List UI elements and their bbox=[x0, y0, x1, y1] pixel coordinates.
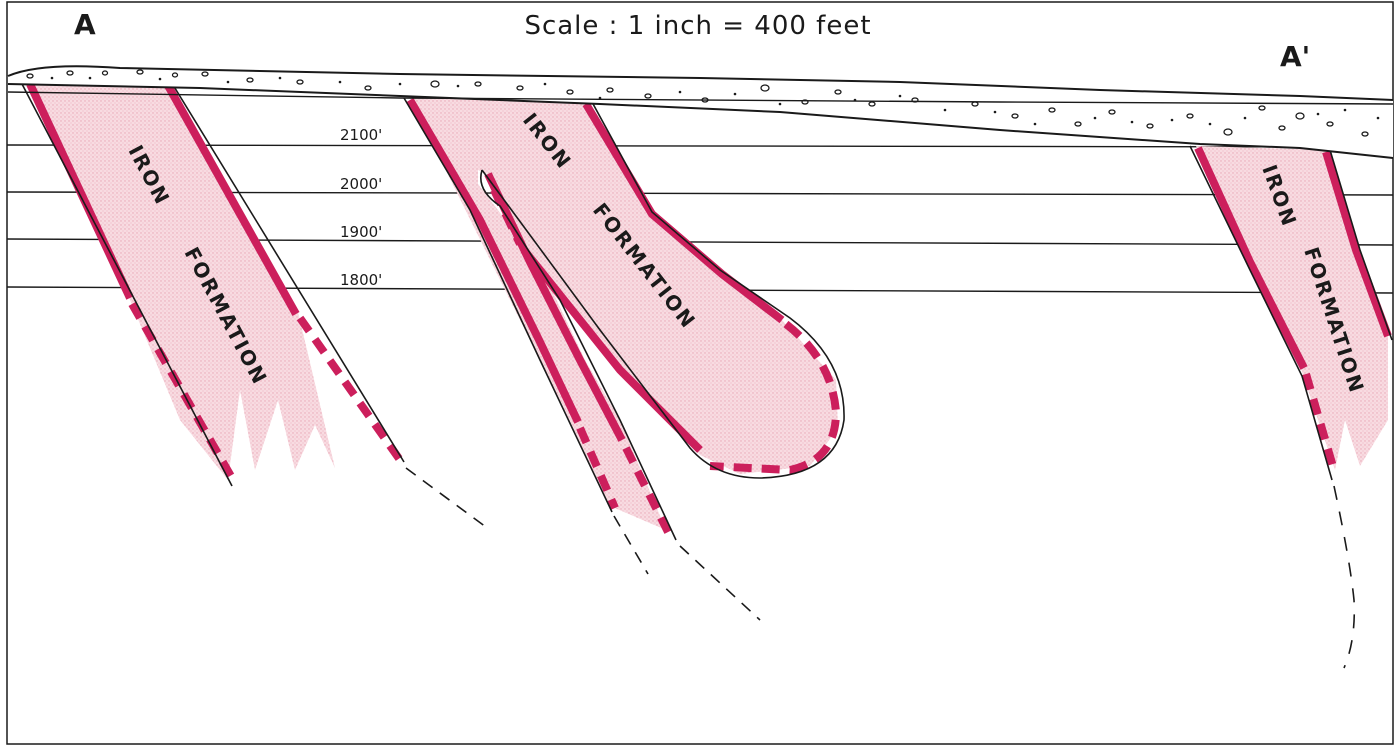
section-label-a-prime: A' bbox=[1280, 40, 1310, 73]
land-surface bbox=[7, 65, 1394, 101]
contact-line bbox=[403, 97, 613, 513]
contact-line bbox=[481, 101, 845, 479]
elevation-label: 1800' bbox=[340, 271, 382, 289]
formation-edge-dashed bbox=[622, 446, 674, 538]
pebble-symbols bbox=[26, 69, 1369, 137]
formation-fill bbox=[1196, 146, 1388, 470]
iron-formation-right bbox=[1189, 145, 1393, 669]
elevation-label: 1900' bbox=[340, 223, 382, 241]
sand-dots bbox=[50, 76, 1380, 126]
section-label-a: A bbox=[74, 8, 96, 41]
formation-edge bbox=[162, 80, 300, 316]
formation-edge bbox=[1194, 146, 1308, 370]
iron-formation-middle bbox=[403, 97, 845, 621]
scale-text: Scale : 1 inch = 400 feet bbox=[524, 11, 871, 41]
iron-formation-left bbox=[21, 79, 491, 531]
formation-edge bbox=[1322, 150, 1392, 338]
bedrock-surface bbox=[7, 83, 1394, 159]
elevation-label: 2100' bbox=[340, 126, 382, 144]
contact-line bbox=[21, 83, 233, 487]
inferred-contact bbox=[613, 515, 649, 575]
inferred-contact bbox=[1333, 485, 1356, 669]
inferred-contact bbox=[405, 467, 491, 531]
contact-line bbox=[169, 79, 405, 463]
formation-edge bbox=[26, 82, 134, 300]
contact-line bbox=[1189, 145, 1333, 481]
formation-edge-dashed bbox=[576, 426, 619, 510]
overburden-layer bbox=[7, 65, 1394, 159]
formation-edge-dashed bbox=[128, 302, 236, 480]
formation-edge-dashed bbox=[1302, 372, 1338, 472]
formation-edge-dashed bbox=[709, 320, 841, 475]
formation-edge bbox=[582, 101, 785, 324]
overburden-fill bbox=[8, 66, 1393, 158]
top-line bbox=[7, 91, 1394, 105]
formation-edge bbox=[406, 97, 582, 424]
formation-edge-dashed bbox=[296, 315, 404, 463]
contact-line bbox=[480, 169, 677, 541]
formation-fill bbox=[410, 98, 838, 530]
formation-fill bbox=[28, 80, 335, 480]
formation-edge bbox=[520, 247, 703, 453]
elevation-label: 2000' bbox=[340, 175, 382, 193]
contact-line bbox=[1329, 149, 1393, 341]
section-frame bbox=[6, 1, 1394, 745]
elevation-line-2100 bbox=[6, 144, 1394, 148]
inferred-contact bbox=[679, 545, 761, 621]
